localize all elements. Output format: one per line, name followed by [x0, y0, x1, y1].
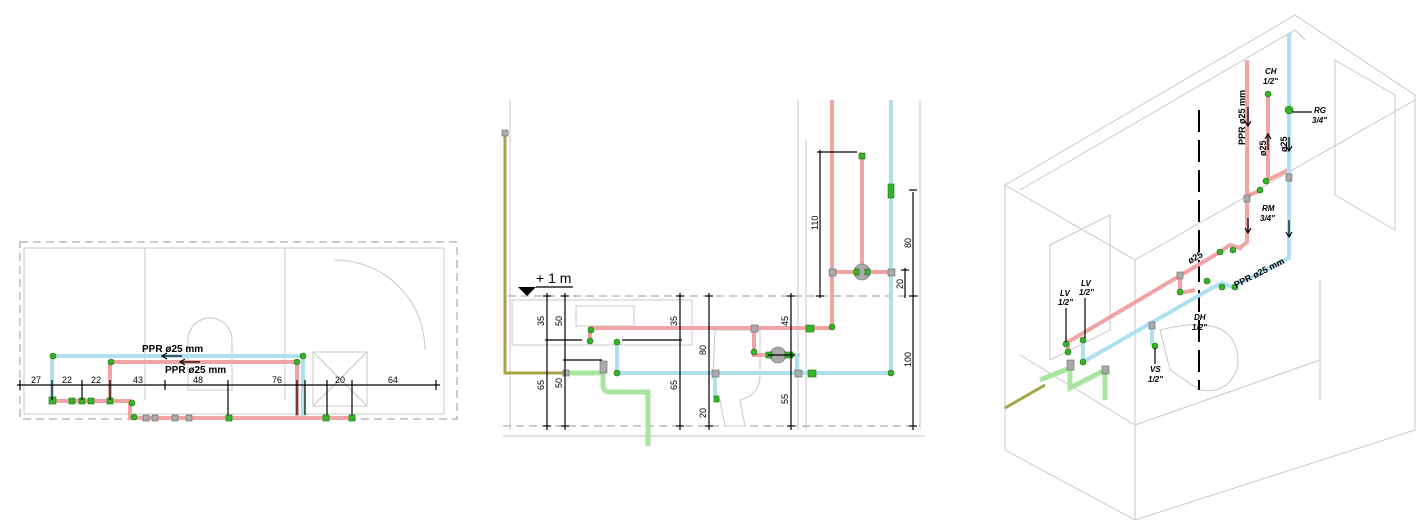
dim-80a: 80 — [698, 345, 708, 355]
label-lv1-size: 1/2" — [1058, 298, 1073, 307]
gas-pipe — [503, 133, 565, 375]
dim-50a: 50 — [554, 316, 564, 326]
flow-arrow-icon — [160, 352, 182, 360]
dim-65b: 65 — [669, 380, 679, 390]
hot-pipe — [588, 100, 834, 341]
label-ch-size: 1/2" — [1263, 77, 1278, 86]
label-ppr-vertical: PPR ø25 mm — [1237, 90, 1247, 145]
dim-20a: 20 — [698, 408, 708, 418]
flow-arrow-icons — [1244, 107, 1293, 239]
door-swing — [334, 259, 426, 351]
label-vs: VS — [1150, 365, 1161, 374]
cold-pipe — [615, 100, 893, 375]
dim-20b: 20 — [895, 279, 905, 289]
label-vs-size: 1/2" — [1148, 375, 1163, 384]
dim-27: 27 — [31, 375, 41, 385]
label-lv2-size: 1/2" — [1079, 288, 1094, 297]
dim-45: 45 — [780, 316, 790, 326]
label-ppr-horizontal: PPR ø25 mm — [1232, 256, 1286, 290]
vanity — [511, 299, 693, 346]
dim-43: 43 — [133, 375, 143, 385]
label-dh: DH — [1194, 313, 1206, 322]
shower-tray — [312, 351, 368, 407]
level-marker: + 1 m — [518, 270, 573, 296]
toilet-outline — [187, 317, 233, 391]
fittings — [1062, 90, 1294, 375]
label-d25-hot: ø25 — [1258, 140, 1268, 156]
dim-22b: 22 — [91, 375, 101, 385]
label-lv2: LV — [1081, 279, 1091, 288]
isometric-view: CH 1/2" RG 3/4" RM 3/4" PPR ø25 mm ø25 ø… — [1004, 14, 1416, 521]
dim-76: 76 — [272, 375, 282, 385]
label-d25-cold: ø25 — [1279, 136, 1289, 152]
label-rg-size: 3/4" — [1312, 116, 1327, 125]
label-dh-size: 1/2" — [1192, 323, 1207, 332]
dim-22a: 22 — [62, 375, 72, 385]
label-lv1: LV — [1060, 289, 1070, 298]
dim-35a: 35 — [536, 316, 546, 326]
dim-65a: 65 — [536, 380, 546, 390]
room-inner-wall — [23, 247, 445, 415]
label-ch: CH — [1265, 67, 1277, 76]
drain-pipe-iso — [1039, 364, 1108, 400]
dim-48: 48 — [193, 375, 203, 385]
dim-50b: 50 — [554, 378, 564, 388]
dimension-labels: 35 50 35 45 65 50 65 80 20 55 110 80 20 … — [536, 216, 913, 418]
dim-20: 20 — [335, 375, 345, 385]
dim-110: 110 — [810, 216, 820, 230]
room-outline — [19, 241, 458, 420]
iso-labels: CH 1/2" RG 3/4" RM 3/4" PPR ø25 mm ø25 ø… — [1058, 67, 1327, 384]
dimension-lines — [543, 150, 917, 430]
flow-arrow-icon — [178, 358, 200, 366]
dim-80b: 80 — [903, 238, 913, 248]
dim-55: 55 — [780, 394, 790, 404]
hot-pipe-iso — [1066, 60, 1249, 352]
dim-35b: 35 — [669, 316, 679, 326]
elevation-view: + 1 m 35 50 35 45 65 50 65 — [501, 100, 925, 446]
dim-100: 100 — [903, 352, 913, 367]
gas-pipe-iso — [1004, 383, 1046, 410]
hot-pipe-lower — [52, 399, 355, 420]
dim-64: 64 — [388, 375, 398, 385]
window-outline — [1334, 59, 1396, 231]
label-rg: RG — [1314, 106, 1326, 115]
drain-pipe — [565, 370, 651, 446]
plan-view: 27 22 22 43 48 76 20 64 PPR ø25 mm PPR ø… — [17, 241, 458, 422]
pipe-label-hot: PPR ø25 mm — [165, 365, 226, 376]
fittings — [501, 129, 896, 403]
pipe-label-cold: PPR ø25 mm — [142, 344, 203, 355]
label-rm: RM — [1262, 204, 1275, 213]
level-marker-label: + 1 m — [536, 270, 571, 286]
room-isometric-outline — [1004, 14, 1416, 521]
label-rm-size: 3/4" — [1260, 214, 1275, 223]
